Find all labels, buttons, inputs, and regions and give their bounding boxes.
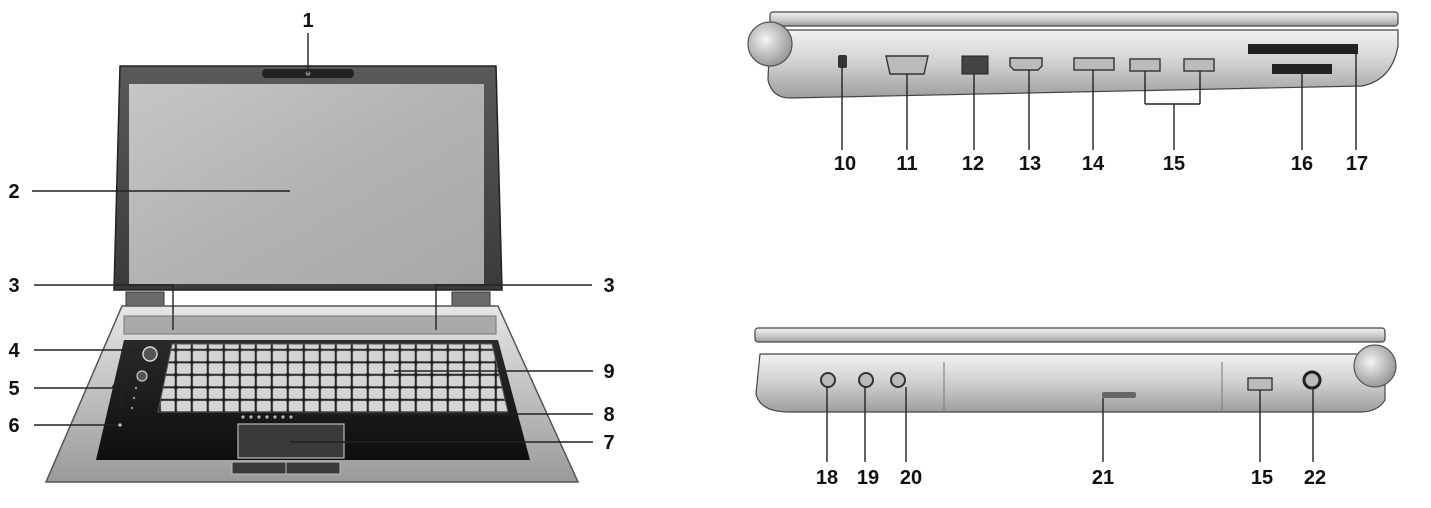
card-reader-slot (1272, 64, 1332, 74)
right-side-callouts: 18 19 20 21 15 22 (816, 467, 1326, 489)
speaker-strip (123, 315, 497, 335)
usb-port-right (1247, 377, 1273, 391)
callout-8: 8 (603, 404, 614, 426)
callout-17: 17 (1346, 153, 1368, 175)
kensington-lock-slot (838, 55, 847, 68)
dc-in-jack (1302, 370, 1322, 390)
led-indicator (118, 423, 122, 427)
right-side-leader-lines (826, 387, 1314, 462)
front-leader-lines (32, 33, 593, 443)
left-side-callouts: 10 11 12 13 14 15 16 17 (834, 153, 1368, 175)
left-hinge-knob (747, 21, 793, 67)
touchpad-right-button (285, 461, 341, 475)
usb-port-2 (1183, 58, 1215, 72)
callout-22: 22 (1304, 467, 1326, 489)
callout-4: 4 (8, 340, 20, 362)
expresscard-slot (1248, 44, 1358, 54)
webcam-icon (305, 71, 311, 76)
touchpad-left-button (231, 461, 287, 475)
callout-18: 18 (816, 467, 838, 489)
usb-port-1 (1129, 58, 1161, 72)
callout-7: 7 (603, 432, 614, 454)
callout-12: 12 (962, 153, 984, 175)
callout-3-left: 3 (8, 275, 19, 297)
quickstart-indicator-dots (130, 386, 138, 410)
left-side-leader-lines (841, 54, 1357, 150)
callout-16: 16 (1291, 153, 1313, 175)
vga-port (885, 55, 929, 75)
power-button (142, 346, 158, 362)
audio-jack-1 (820, 372, 836, 388)
touchpad (237, 423, 345, 459)
front-callouts: 1 2 3 3 4 5 6 7 8 9 (8, 10, 614, 454)
right-base-body (755, 353, 1386, 413)
left-lid-edge (769, 11, 1399, 27)
status-leds (241, 415, 293, 419)
callout-15-right: 15 (1251, 467, 1273, 489)
audio-jack-2 (858, 372, 874, 388)
audio-jack-3 (890, 372, 906, 388)
hdmi-port (1009, 57, 1043, 71)
keyboard (157, 343, 509, 413)
laptop-right-side-view (754, 327, 1397, 413)
laptop-front-view (44, 65, 580, 483)
wlan-button (136, 370, 148, 382)
laptop-left-side-view (747, 11, 1399, 99)
callout-10: 10 (834, 153, 856, 175)
callout-11: 11 (896, 153, 917, 175)
callout-3-right: 3 (603, 275, 614, 297)
callout-20: 20 (900, 467, 922, 489)
callout-2: 2 (8, 181, 19, 203)
optical-drive-eject (1102, 392, 1136, 398)
callout-1: 1 (302, 10, 313, 32)
callout-15-left: 15 (1163, 153, 1185, 175)
esata-port (1073, 57, 1115, 71)
right-lid-edge (754, 327, 1386, 343)
callout-21: 21 (1092, 467, 1114, 489)
callout-19: 19 (857, 467, 879, 489)
callout-14: 14 (1082, 153, 1105, 175)
callout-5: 5 (8, 378, 19, 400)
display-screen (129, 84, 484, 284)
callout-13: 13 (1019, 153, 1041, 175)
lan-port (961, 55, 989, 75)
right-hinge-knob (1353, 344, 1397, 388)
callout-9: 9 (603, 361, 614, 383)
callout-6: 6 (8, 415, 19, 437)
